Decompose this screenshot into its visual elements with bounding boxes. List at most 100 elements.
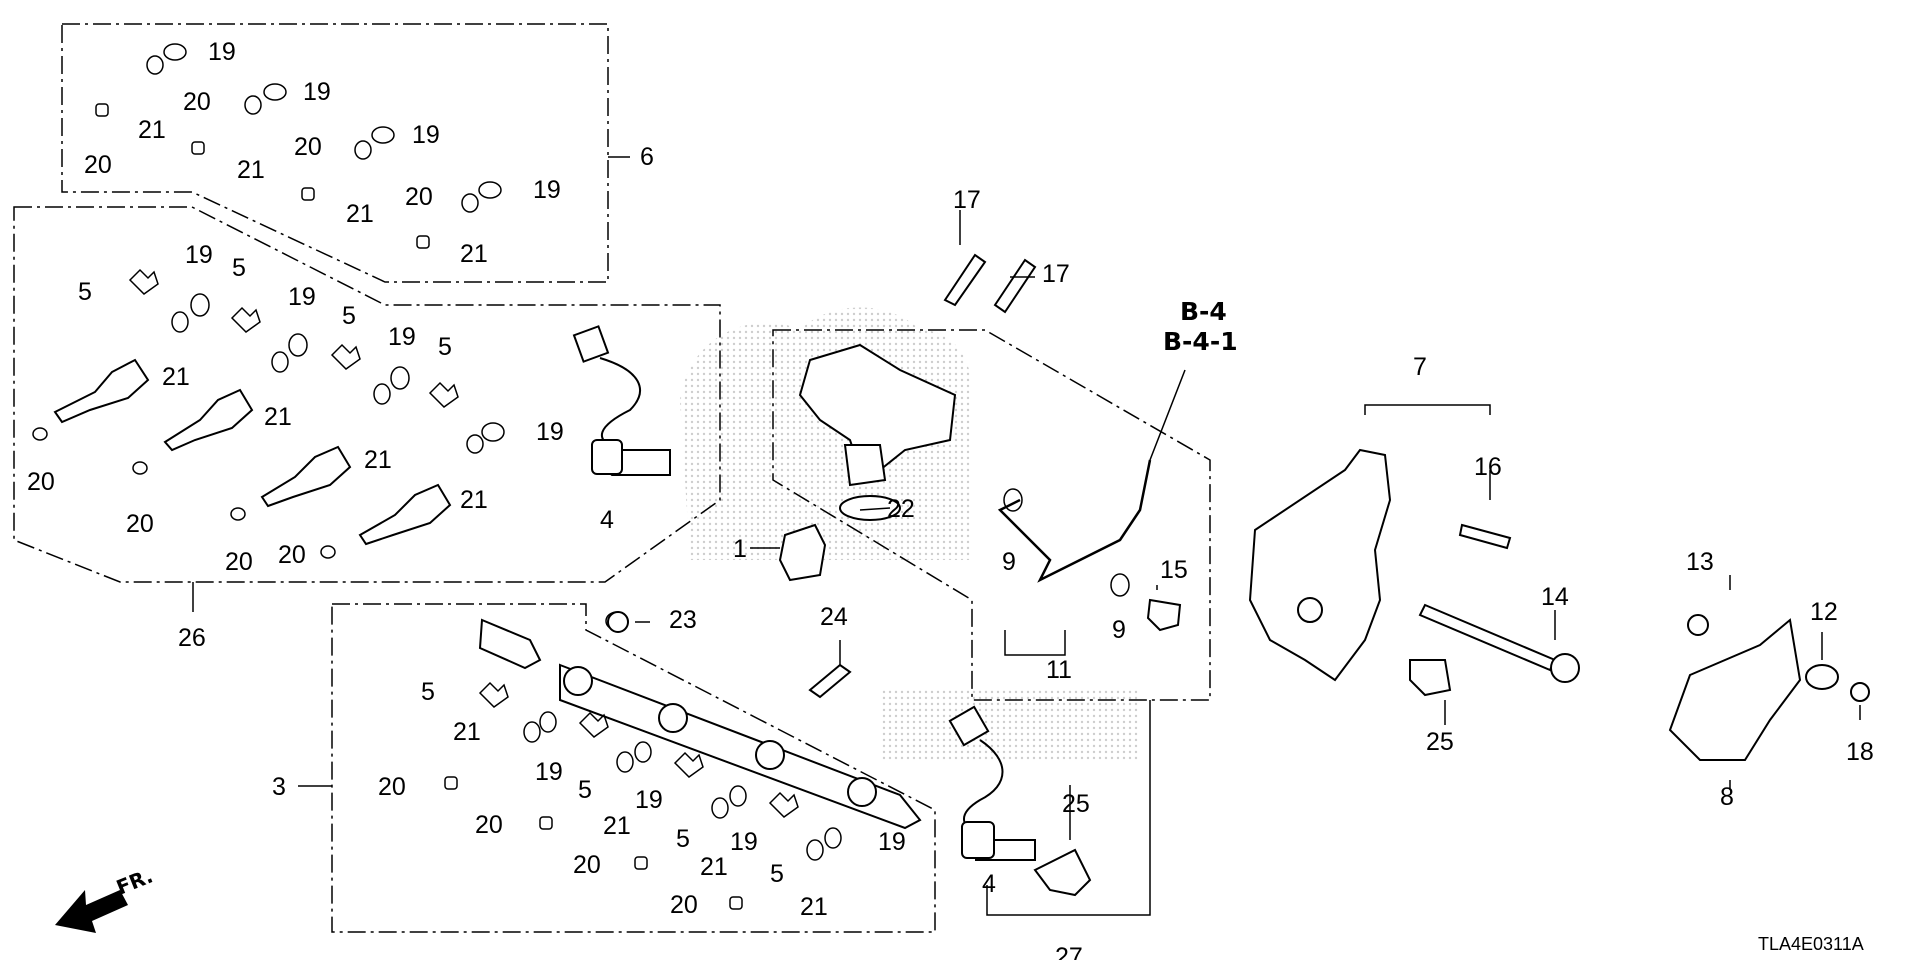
harness-4-upper [572,325,671,476]
callout-26: 26 [178,624,206,652]
bolts-17 [943,253,1037,314]
stud-16 [1458,523,1512,550]
callout-6: 6 [640,143,654,171]
callout-20: 20 [573,851,601,879]
callout-25a: 25 [1426,728,1454,756]
bolt-24 [808,663,852,699]
callout-20: 20 [475,811,503,839]
callout-19: 19 [535,758,563,786]
callout-15: 15 [1160,556,1188,584]
callout-21: 21 [800,893,828,921]
callout-7: 7 [1413,353,1427,381]
leader-lines [192,156,1861,916]
callout-5: 5 [78,278,92,306]
callout-20: 20 [278,541,306,569]
callout-21: 21 [138,116,166,144]
callout-21: 21 [264,403,292,431]
seal-kit-6 [95,43,502,249]
callout-14: 14 [1541,583,1569,611]
callout-22: 22 [887,495,915,523]
callout-24: 24 [820,603,848,631]
pump-body-1 [778,523,827,582]
high-pressure-fuel-pump [798,343,957,521]
group-27-boundary [772,329,1211,701]
callout-19: 19 [388,323,416,351]
callout-23: 23 [669,606,697,634]
callout-21: 21 [453,718,481,746]
callout-5: 5 [438,333,452,361]
callout-21: 21 [460,240,488,268]
callout-21: 21 [460,486,488,514]
callout-27: 27 [1055,943,1083,960]
bolt-15 [1146,598,1182,632]
callout-20: 20 [294,133,322,161]
callout-21: 21 [603,812,631,840]
group-26-boundary [13,206,721,583]
callout-17b: 17 [1042,260,1070,288]
callout-12: 12 [1810,598,1838,626]
callout-19: 19 [536,418,564,446]
callout-21: 21 [700,853,728,881]
callout-19: 19 [288,283,316,311]
callout-20: 20 [183,88,211,116]
fuel-injectors [32,268,505,559]
callout-8: 8 [1720,783,1734,811]
callout-5: 5 [578,776,592,804]
callout-5: 5 [421,678,435,706]
callout-19: 19 [635,786,663,814]
bolt-14 [1418,603,1580,683]
callout-3: 3 [272,773,286,801]
nut-18 [1850,682,1870,702]
callout-19: 19 [303,78,331,106]
reference-b-4: B-4 [1180,297,1227,326]
callout-19: 19 [412,121,440,149]
callout-20: 20 [378,773,406,801]
callout-5: 5 [770,860,784,888]
callout-13: 13 [1686,548,1714,576]
callout-16: 16 [1474,453,1502,481]
direction-label: FR. [113,864,156,900]
callout-20: 20 [126,510,154,538]
fuel-pipe-11 [997,459,1152,597]
pump-bracket-7 [1248,448,1392,682]
callout-4b: 4 [982,870,996,898]
front-direction-arrow: FR. [55,864,156,933]
nut-13 [1687,614,1709,636]
callout-17a: 17 [953,186,981,214]
callout-20: 20 [27,468,55,496]
harness-4-lower [948,705,1036,861]
callout-20: 20 [405,183,433,211]
callout-4a: 4 [600,506,614,534]
callout-25b: 25 [1062,790,1090,818]
bolt-25-lower [1033,848,1092,897]
callout-19: 19 [730,828,758,856]
callout-20: 20 [225,548,253,576]
diagram-code: TLA4E0311A [1758,934,1864,954]
callout-5: 5 [232,254,246,282]
callout-numbers: 6 26 3 27 7 8 9 9 11 12 13 14 15 16 17 1… [27,38,1874,960]
callout-9a: 9 [1002,548,1016,576]
callout-18: 18 [1846,738,1874,766]
group-boundaries [13,23,1211,933]
group-3-boundary [331,603,936,933]
callout-19: 19 [878,828,906,856]
callout-20: 20 [84,151,112,179]
bolt-25-right [1409,659,1452,697]
callout-9b: 9 [1112,616,1126,644]
cover-8 [1668,618,1802,761]
callout-19: 19 [533,176,561,204]
group-6-boundary [61,23,609,283]
callout-5: 5 [342,302,356,330]
callout-20: 20 [670,891,698,919]
grommet-12 [1805,664,1839,690]
callout-21: 21 [162,363,190,391]
callout-21: 21 [364,446,392,474]
callout-1: 1 [733,535,747,563]
callout-19: 19 [185,241,213,269]
callout-11: 11 [1046,656,1072,684]
reference-b-4-1: B-4-1 [1163,327,1238,356]
callout-21: 21 [346,200,374,228]
fuel-rail [444,611,922,910]
nut-23 [607,611,629,633]
